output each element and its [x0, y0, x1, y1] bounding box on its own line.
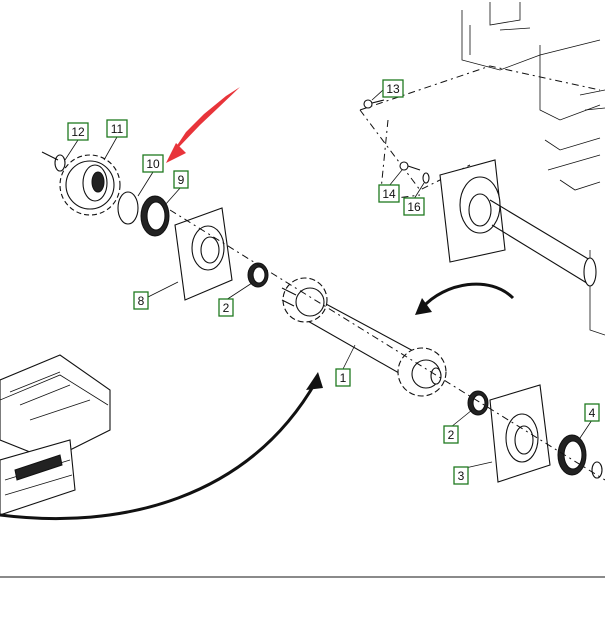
- callout-10: 10: [142, 154, 164, 173]
- drive-sprocket-11: [59, 154, 121, 216]
- red-pointer-arrow: [166, 87, 240, 163]
- callout-12: 12: [67, 122, 89, 141]
- callout-8-label: 8: [138, 294, 145, 308]
- assembly-centerline: [169, 209, 605, 481]
- machine-overview-thumbnail: [0, 354, 111, 516]
- callout-3-label: 3: [458, 469, 465, 483]
- callout-11-label: 11: [111, 122, 124, 136]
- bearing-bracket-3: [489, 384, 551, 483]
- callout-2-right: 2: [443, 425, 459, 444]
- bearing-4: [557, 434, 603, 479]
- bolt-14: [399, 161, 421, 171]
- callout-11: 11: [106, 119, 128, 138]
- reference-arrow-lower: [0, 372, 323, 521]
- callout-12-label: 12: [71, 125, 85, 139]
- callout-14-label: 14: [382, 187, 396, 201]
- bushing-2-left: [247, 262, 269, 288]
- callout-2-left-label: 2: [223, 301, 230, 315]
- bolt-13: [363, 99, 385, 109]
- bearing-bracket-8: [174, 207, 233, 301]
- bushing-2-right: [467, 390, 489, 416]
- callout-1: 1: [335, 368, 351, 387]
- callout-13-label: 13: [386, 82, 400, 96]
- bearing-9: [140, 195, 170, 237]
- callout-14: 14: [378, 184, 400, 203]
- washer-16: [422, 172, 430, 184]
- snap-ring-12: [41, 151, 66, 172]
- callout-2-right-label: 2: [448, 428, 455, 442]
- callout-13: 13: [382, 79, 404, 98]
- callout-8: 8: [133, 291, 149, 310]
- callout-3: 3: [453, 466, 469, 485]
- callout-16: 16: [403, 197, 425, 216]
- callout-2-left: 2: [218, 298, 234, 317]
- callout-10-label: 10: [146, 157, 160, 171]
- upper-bearing-bracket: [439, 159, 597, 287]
- callout-1-label: 1: [340, 371, 347, 385]
- retaining-ring-10: [117, 191, 139, 225]
- sprocket-shaft-1: [281, 277, 447, 397]
- callout-16-label: 16: [407, 200, 421, 214]
- callout-9: 9: [173, 170, 189, 189]
- bottom-divider: [0, 576, 605, 578]
- callout-9-label: 9: [178, 173, 185, 187]
- callout-4: 4: [584, 403, 600, 422]
- callout-4-label: 4: [589, 406, 596, 420]
- rotation-arrow-upper: [415, 282, 515, 315]
